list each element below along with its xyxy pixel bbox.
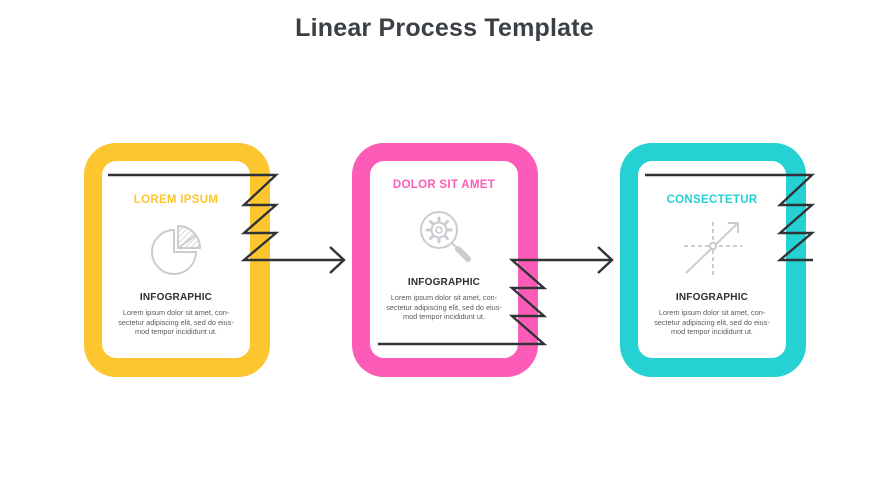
step-1-desc-line: mod tempor incididunt ut. — [135, 327, 217, 337]
step-3-desc-line: sectetur adipiscing elit, sed do eius- — [654, 317, 770, 327]
step-3-desc-line: Lorem ipsum dolor sit amet, con- — [658, 308, 766, 317]
arrow-2-head-icon — [597, 246, 614, 274]
step-2-heading: DOLOR SIT AMET — [392, 179, 496, 191]
growth-chart-icon — [684, 222, 742, 276]
step-1-card: LOREM IPSUM INFOGRAPHIC Lorem ipsum dolo… — [102, 161, 250, 358]
step-1-desc-line: sectetur adipiscing elit, sed do eius- — [118, 317, 234, 327]
step-3-heading: CONSECTETUR — [666, 194, 758, 206]
step-2-label: INFOGRAPHIC — [407, 277, 481, 288]
step-2-zigzag — [378, 258, 612, 346]
step-3-description: Lorem ipsum dolor sit amet, con- sectetu… — [638, 308, 786, 337]
arrow-1-head-icon — [329, 246, 346, 274]
step-2-description: Lorem ipsum dolor sit amet, con- sectetu… — [370, 293, 518, 322]
step-2-desc-line: mod tempor incididunt ut. — [403, 312, 485, 322]
pie-chart-icon — [151, 224, 202, 275]
step-2-desc-line: Lorem ipsum dolor sit amet, con- — [390, 293, 498, 302]
step-1-label: INFOGRAPHIC — [139, 292, 213, 303]
step-1-heading: LOREM IPSUM — [133, 194, 219, 206]
step-2-card: DOLOR SIT AMET INFOGRAPHIC Lorem ipsum d… — [370, 161, 518, 358]
step-3-label: INFOGRAPHIC — [675, 292, 749, 303]
step-1-desc-line: Lorem ipsum dolor sit amet, con- — [122, 308, 230, 317]
step-3-card: CONSECTETUR INFOGRAPHIC Lorem ipsum dolo… — [638, 161, 786, 358]
step-1-zigzag — [240, 173, 344, 262]
step-2-desc-line: sectetur adipiscing elit, sed do eius- — [386, 302, 502, 312]
step-1-description: Lorem ipsum dolor sit amet, con- sectetu… — [102, 308, 250, 337]
step-3-desc-line: mod tempor incididunt ut. — [671, 327, 753, 337]
page-title: Linear Process Template — [295, 14, 594, 42]
gear-magnifier-icon — [420, 211, 471, 262]
step-3-zigzag — [776, 173, 816, 262]
